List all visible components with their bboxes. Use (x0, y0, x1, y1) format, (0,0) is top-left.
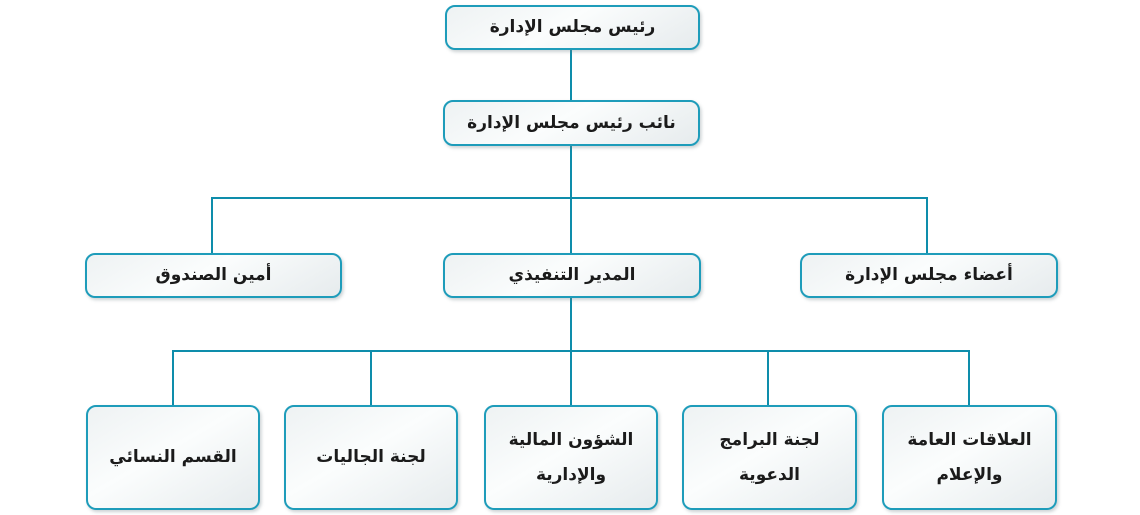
node-chairman: رئيس مجلس الإدارة (445, 5, 700, 50)
node-vice-chairman: نائب رئيس مجلس الإدارة (443, 100, 700, 146)
node-womens-section: القسم النسائي (86, 405, 260, 510)
connector-vice-executive (570, 145, 572, 253)
connector-chairman-vice (570, 50, 572, 100)
connector-drop-womens-section (172, 350, 174, 405)
connector-drop-financial (570, 350, 572, 405)
connector-level3-horizontal (211, 197, 928, 199)
connector-drop-board-members (926, 197, 928, 253)
node-executive-director: المدير التنفيذي (443, 253, 701, 298)
node-board-members: أعضاء مجلس الإدارة (800, 253, 1058, 298)
connector-drop-treasurer (211, 197, 213, 253)
node-financial-admin-affairs: الشؤون المالية والإدارية (484, 405, 658, 510)
connector-drop-communities (370, 350, 372, 405)
node-dawah-programs-committee: لجنة البرامج الدعوية (682, 405, 857, 510)
connector-drop-dawah (767, 350, 769, 405)
connector-drop-public-relations (968, 350, 970, 405)
connector-executive-down (570, 298, 572, 352)
node-public-relations-media: العلاقات العامة والإعلام (882, 405, 1057, 510)
node-communities-committee: لجنة الجاليات (284, 405, 458, 510)
node-treasurer: أمين الصندوق (85, 253, 342, 298)
